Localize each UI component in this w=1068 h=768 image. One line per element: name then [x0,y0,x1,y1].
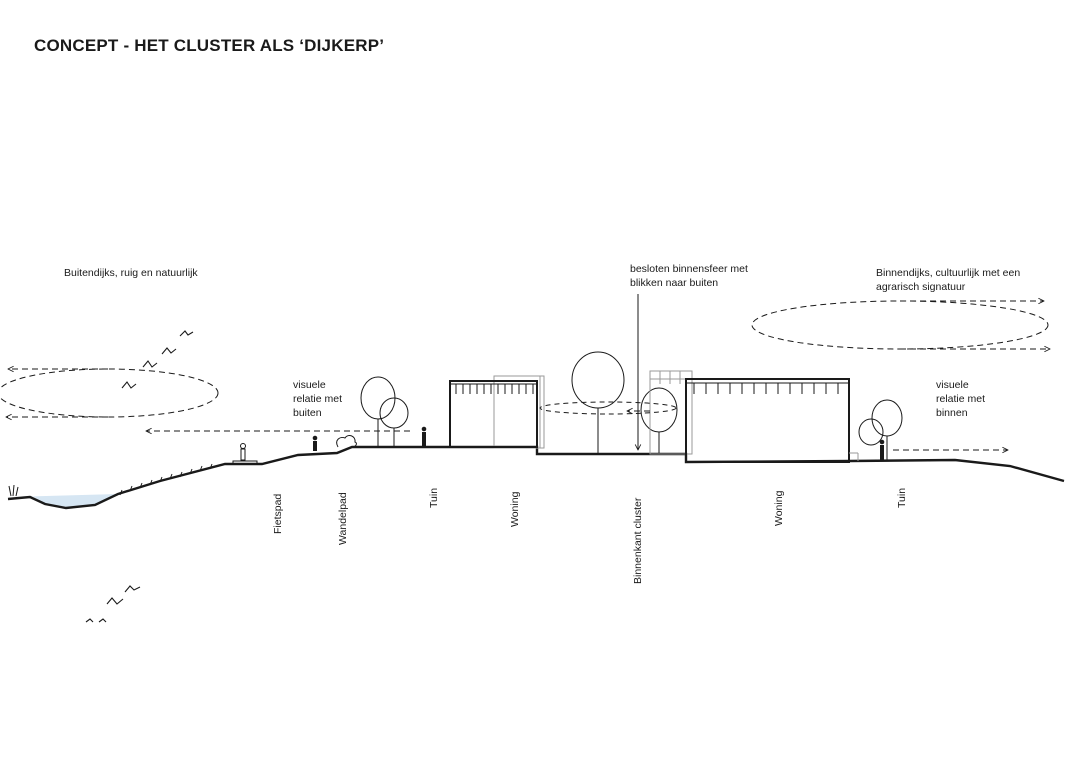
person-on-bench [232,443,258,465]
note-visuele-relatie-binnen: visuele relatie met binnen [936,378,985,420]
tree-tuin-left [360,376,409,447]
note-binnendijks-line1: Binnendijks, cultuurlijk met een [876,267,1021,279]
note-visuele-binnen-line3: binnen [936,407,968,419]
note-visuele-binnen-line1: visuele [936,379,969,391]
note-visuele-relatie-buiten: visuele relatie met buiten [293,378,342,420]
person-tuin-right [879,439,885,461]
note-visuele-buiten-line2: relatie met [293,393,343,405]
sight-ellipse-left [0,368,219,418]
person-wandelpad [312,435,318,451]
note-besloten-line2: blikken naar buiten [630,277,719,289]
tree-binnenkant-large [571,351,625,454]
tree-tuin-right [858,399,903,461]
page-title: CONCEPT - HET CLUSTER ALS ‘DIJKERP’ [34,36,385,55]
person-tuin-left [421,426,427,446]
note-besloten-binnensfeer: besloten binnensfeer met blikken naar bu… [630,262,748,290]
water-pond [10,494,118,507]
sight-ellipse-center [539,401,677,415]
sight-ellipse-right [751,300,1049,350]
house-left [449,375,545,449]
birds-upper [121,330,194,389]
note-binnendijks: Binnendijks, cultuurlijk met een agraris… [876,266,1020,294]
dike-slope-hatch [119,463,213,496]
reeds [8,484,19,497]
tree-binnenkant-small [640,387,678,454]
note-binnendijks-line2: agrarisch signatuur [876,281,966,293]
ground-profile [7,445,1065,510]
note-buitendijks: Buitendijks, ruig en natuurlijk [64,266,198,280]
note-visuele-buiten-line3: buiten [293,407,322,419]
note-visuele-buiten-line1: visuele [293,379,326,391]
house-right [649,370,859,463]
note-buitendijks-text: Buitendijks, ruig en natuurlijk [64,267,198,279]
note-besloten-line1: besloten binnensfeer met [630,263,748,275]
note-visuele-binnen-line2: relatie met [936,393,986,405]
birds-lower [85,585,141,623]
bush [336,434,357,448]
